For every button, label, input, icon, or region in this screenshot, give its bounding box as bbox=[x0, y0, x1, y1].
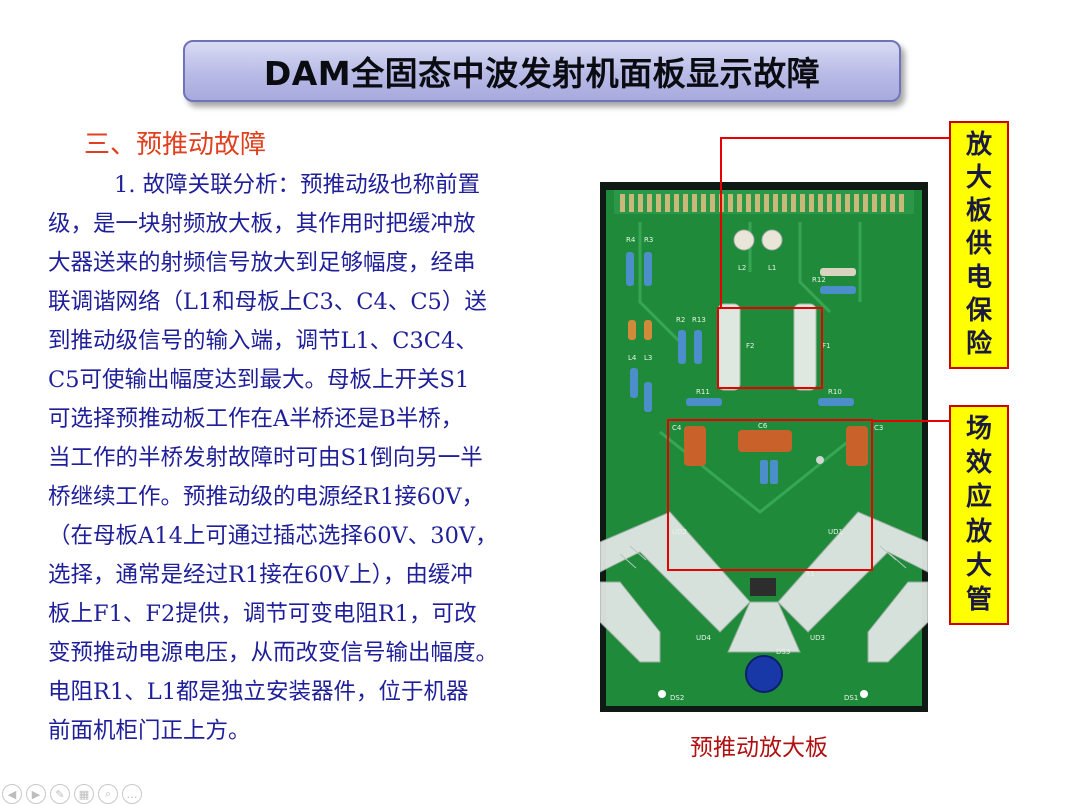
body-line: 电阻R1、L1都是独立安装器件，位于机器 bbox=[48, 679, 469, 705]
body-line: 1. 故障关联分析：预推动级也称前置 bbox=[114, 172, 481, 198]
pcb-photo: L2 L1 R4 R3 R12 L4 L3 R2 R13 F2 F1 R11 R… bbox=[600, 182, 928, 712]
pcb-label-c4: C4 bbox=[672, 424, 682, 432]
body-line: 当工作的半桥发射故障时可由S1倒向另一半 bbox=[48, 445, 483, 471]
next-icon[interactable]: ▶ bbox=[26, 784, 46, 804]
pcb-label-l1: L1 bbox=[768, 264, 776, 272]
pcb-label-r12: R12 bbox=[812, 276, 826, 284]
label-char: 场 bbox=[965, 414, 992, 444]
more-icon[interactable]: … bbox=[122, 784, 142, 804]
label-char: 大 bbox=[965, 550, 992, 581]
body-paragraph: 1. 故障关联分析：预推动级也称前置 级，是一块射频放大板，其作用时把缓冲放 大… bbox=[48, 166, 598, 751]
pcb-label-ud2: UD2 bbox=[672, 528, 687, 536]
pcb-label-r10: R10 bbox=[828, 388, 842, 396]
label-char: 供 bbox=[965, 229, 992, 260]
label-char: 放 bbox=[965, 516, 992, 547]
pcb-label-ds1: DS1 bbox=[844, 694, 858, 702]
zoom-icon[interactable]: ⌕ bbox=[98, 784, 118, 804]
pcb-label-ud4: UD4 bbox=[696, 634, 712, 642]
slide-title: DAM全固态中波发射机面板显示故障 bbox=[263, 54, 821, 93]
body-line: 级，是一块射频放大板，其作用时把缓冲放 bbox=[48, 211, 476, 237]
slides-icon[interactable]: ▦ bbox=[74, 784, 94, 804]
pcb-label-l2: L2 bbox=[738, 264, 746, 272]
label-fet-amplifier: 场 效 应 放 大 管 bbox=[949, 405, 1009, 625]
pcb-label-r11: R11 bbox=[696, 388, 710, 396]
section-heading: 三、预推动故障 bbox=[84, 130, 267, 160]
pcb-label-f1: F1 bbox=[822, 342, 830, 350]
photo-caption: 预推动放大板 bbox=[690, 735, 828, 761]
slide-nav-bar: ◀ ▶ ✎ ▦ ⌕ … bbox=[2, 784, 142, 806]
body-line: 到推动级信号的输入端，调节L1、C3C4、 bbox=[48, 328, 478, 354]
pcb-label-r3: R3 bbox=[644, 236, 653, 244]
callout-line-fuse-vertical bbox=[720, 138, 722, 308]
label-char: 板 bbox=[965, 196, 992, 227]
body-line: 板上F1、F2提供，调节可变电阻R1，可改 bbox=[48, 601, 477, 627]
label-char: 放 bbox=[965, 130, 992, 160]
pcb-label-r13: R13 bbox=[692, 316, 706, 324]
body-line: 变预推动电源电压，从而改变信号输出幅度。 bbox=[48, 640, 499, 666]
pcb-label-l3: L3 bbox=[644, 354, 652, 362]
label-char: 险 bbox=[965, 328, 992, 359]
pcb-label-t1: T1 bbox=[805, 570, 815, 578]
callout-line-fuse-horizontal bbox=[720, 137, 949, 139]
label-char: 大 bbox=[965, 163, 992, 194]
pcb-label-r4: R4 bbox=[626, 236, 636, 244]
body-line: C5可使输出幅度达到最大。母板上开关S1 bbox=[48, 367, 470, 393]
body-line: 桥继续工作。预推动级的电源经R1接60V， bbox=[48, 484, 485, 510]
pcb-label-c3: C3 bbox=[874, 424, 883, 432]
body-line: 选择，通常是经过R1接在60V上），由缓冲 bbox=[48, 562, 473, 588]
body-line: （在母板A14上可通过插芯选择60V、30V， bbox=[48, 523, 498, 549]
body-line: 可选择预推动板工作在A半桥还是B半桥， bbox=[48, 406, 464, 432]
callout-line-fet-horizontal bbox=[872, 420, 949, 422]
pcb-label-ud1: UD1 bbox=[828, 528, 843, 536]
pcb-label-f2: F2 bbox=[746, 342, 754, 350]
pen-icon[interactable]: ✎ bbox=[50, 784, 70, 804]
pcb-label-ud3: UD3 bbox=[810, 634, 825, 642]
body-line: 大器送来的射频信号放大到足够幅度，经串 bbox=[48, 250, 476, 276]
label-char: 管 bbox=[965, 584, 992, 615]
prev-icon[interactable]: ◀ bbox=[2, 784, 22, 804]
pcb-label-ds2: DS2 bbox=[670, 694, 684, 702]
title-banner: DAM全固态中波发射机面板显示故障 bbox=[183, 40, 901, 102]
pcb-label-c6: C6 bbox=[758, 422, 768, 430]
body-line: 前面机柜门正上方。 bbox=[48, 718, 251, 744]
pcb-label-ds3: DS3 bbox=[776, 648, 790, 656]
label-char: 应 bbox=[965, 482, 992, 513]
label-power-fuse: 放 大 板 供 电 保 险 bbox=[949, 121, 1009, 369]
body-line: 联调谐网络（L1和母板上C3、C4、C5）送 bbox=[48, 289, 487, 315]
pcb-label-r2: R2 bbox=[676, 316, 685, 324]
label-char: 效 bbox=[965, 448, 992, 479]
pcb-label-l4: L4 bbox=[628, 354, 637, 362]
label-char: 电 bbox=[965, 262, 992, 293]
label-char: 保 bbox=[965, 295, 992, 326]
